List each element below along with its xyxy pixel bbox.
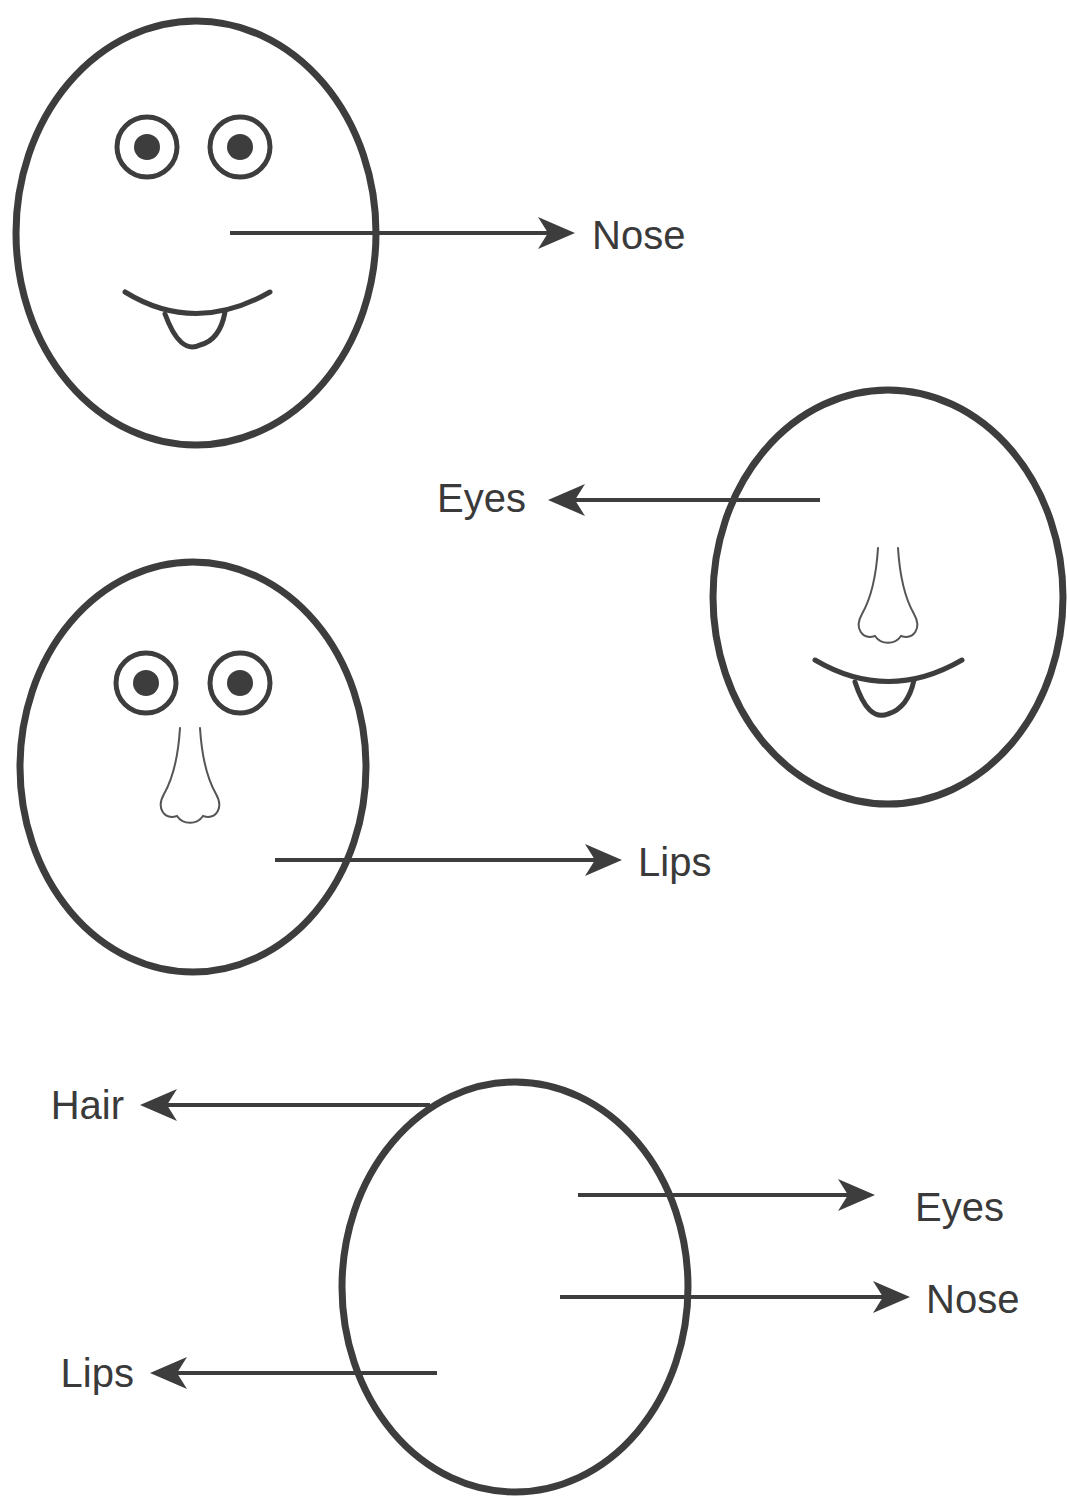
part-label: Eyes (915, 1185, 1004, 1229)
part-label: Nose (926, 1277, 1019, 1321)
arrowhead (548, 484, 585, 516)
arrowhead (838, 1179, 875, 1211)
mouth (125, 292, 270, 314)
face-outline (713, 390, 1063, 804)
part-label: Lips (61, 1351, 134, 1395)
tongue (855, 680, 914, 715)
face-outline (342, 1082, 688, 1492)
part-label: Eyes (437, 476, 526, 520)
part-label: Nose (592, 213, 685, 257)
arrowhead (538, 217, 575, 249)
face-outline (20, 562, 366, 972)
arrowhead (150, 1357, 187, 1389)
nose (161, 728, 219, 823)
tongue (165, 312, 225, 347)
nose (859, 548, 917, 643)
mouth (815, 660, 962, 682)
part-label: Lips (638, 840, 711, 884)
part-label: Hair (51, 1083, 124, 1127)
arrowhead (873, 1281, 910, 1313)
arrowhead (585, 844, 622, 876)
arrowhead (140, 1089, 177, 1121)
